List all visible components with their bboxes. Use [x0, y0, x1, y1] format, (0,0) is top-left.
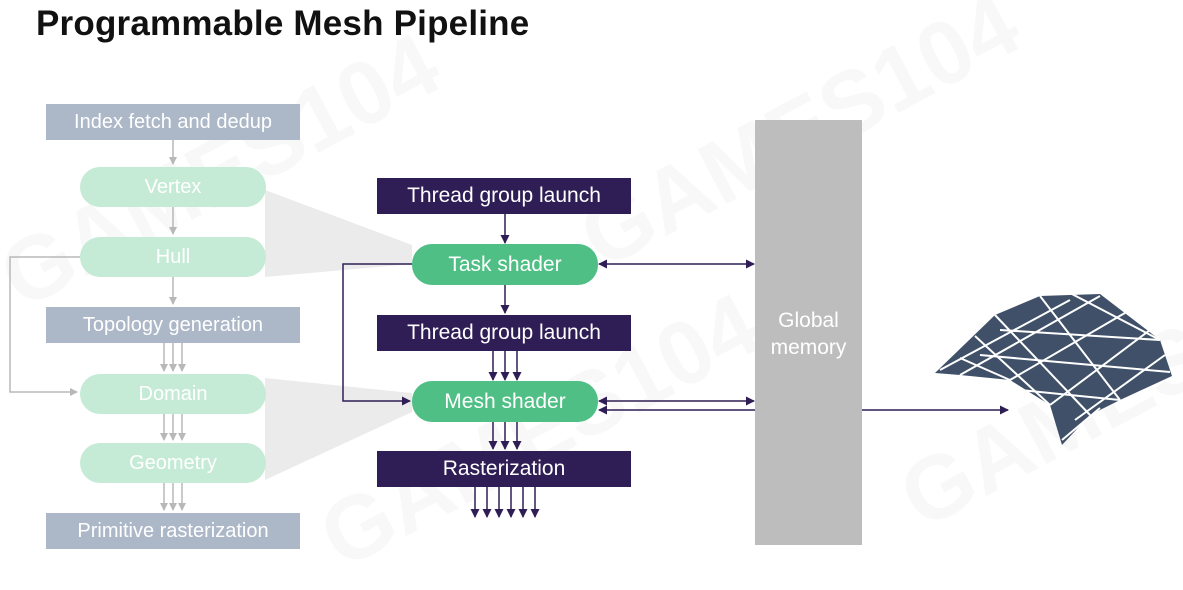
primitive-rasterization-box: Primitive rasterization	[46, 513, 300, 549]
pipeline-diagram	[9, 140, 1172, 518]
topology-generation-box: Topology generation	[46, 307, 300, 343]
thread-group-launch-2: Thread group launch	[377, 315, 631, 351]
task-shader-stage: Task shader	[412, 244, 598, 285]
mesh-geometry-icon	[935, 292, 1172, 445]
global-memory-label: Global memory	[770, 309, 847, 359]
domain-stage: Domain	[80, 374, 266, 414]
zoom-cone-mesh	[265, 378, 412, 480]
zoom-cone-task	[265, 190, 412, 277]
mesh-arrows	[342, 214, 1009, 518]
mesh-shader-stage: Mesh shader	[412, 381, 598, 422]
thread-group-launch-1: Thread group launch	[377, 178, 631, 214]
rasterization-box: Rasterization	[377, 451, 631, 487]
page-title: Programmable Mesh Pipeline	[36, 4, 530, 43]
hull-stage: Hull	[80, 237, 266, 277]
geometry-stage: Geometry	[80, 443, 266, 483]
left-arrows	[9, 140, 186, 511]
vertex-stage: Vertex	[80, 167, 266, 207]
global-memory-block: Global memory	[755, 120, 862, 545]
index-fetch-box: Index fetch and dedup	[46, 104, 300, 140]
